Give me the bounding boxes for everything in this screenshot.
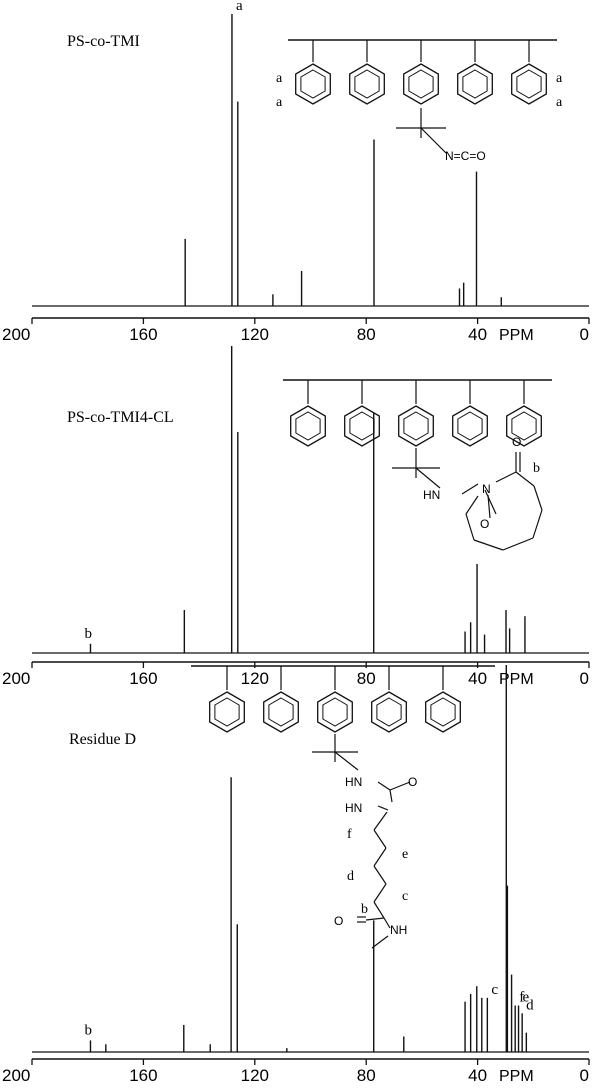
x-tick-label: 80 xyxy=(357,325,376,344)
chemical-structure: HN O N O b xyxy=(283,379,552,551)
second-hn-text: HN xyxy=(345,801,362,815)
x-tick-label: 40 xyxy=(468,669,487,688)
peak-label: c xyxy=(491,982,498,998)
structure-label-a: a xyxy=(276,95,283,110)
chemical-structure: HN O HN O NH f e d c b xyxy=(191,665,495,949)
urea-oxygen-text: O xyxy=(408,775,417,789)
carbonyl-oxygen-text: O xyxy=(512,435,521,449)
x-tick-label: 160 xyxy=(129,669,157,688)
ring-nitrogen-text: N xyxy=(482,482,491,496)
chemical-structure: N=C=O a a a a xyxy=(276,39,563,163)
spectrum-panel-ps-co-tmi: PS-co-TMI a 200 160 120 80 40 0 PPM xyxy=(2,0,590,344)
x-tick-label: 200 xyxy=(2,325,30,344)
x-axis: 200 160 120 80 40 0 PPM xyxy=(2,661,590,688)
amide-nh-text: NH xyxy=(390,923,407,937)
x-tick-label: 200 xyxy=(2,669,30,688)
urea-oxygen-text: O xyxy=(480,517,489,531)
x-tick-label: 0 xyxy=(580,1066,589,1085)
x-axis-label: PPM xyxy=(499,671,534,688)
x-tick-label: 40 xyxy=(468,325,487,344)
x-tick-label: 120 xyxy=(241,669,269,688)
x-tick-label: 120 xyxy=(241,1066,269,1085)
x-tick-label: 0 xyxy=(580,325,589,344)
structure-label-f: f xyxy=(347,827,352,842)
amide-hn-text: HN xyxy=(423,488,440,502)
structure-label-b: b xyxy=(533,461,540,476)
x-tick-label: 160 xyxy=(129,1066,157,1085)
x-tick-label: 80 xyxy=(357,1066,376,1085)
structure-label-a: a xyxy=(556,71,563,86)
panel-title: PS-co-TMI xyxy=(67,33,140,50)
structure-label-b: b xyxy=(361,902,368,917)
x-tick-label: 200 xyxy=(2,1066,30,1085)
spectrum-panel-ps-co-tmi4-cl: PS-co-TMI4-CL b 200 160 120 80 40 0 PPM xyxy=(2,346,590,688)
structure-label-a: a xyxy=(556,95,563,110)
peak-label: d xyxy=(526,997,534,1013)
x-axis: 200 160 120 80 40 0 PPM xyxy=(2,1058,590,1085)
spectrum-trace: a xyxy=(32,0,589,307)
amide-oxygen-text: O xyxy=(334,914,343,928)
panel-title: PS-co-TMI4-CL xyxy=(67,409,174,426)
x-tick-label: 80 xyxy=(357,669,376,688)
x-axis: 200 160 120 80 40 0 PPM xyxy=(2,317,590,344)
panel-title: Residue D xyxy=(69,731,136,748)
peak-label: b xyxy=(84,626,92,642)
structure-label-c: c xyxy=(402,889,408,904)
peak-label: a xyxy=(236,0,243,14)
x-axis-label: PPM xyxy=(499,1068,534,1085)
x-axis-label: PPM xyxy=(499,327,534,344)
structure-label-d: d xyxy=(347,869,354,884)
structure-label-a: a xyxy=(276,71,283,86)
urethane-hn-text: HN xyxy=(345,775,362,789)
x-tick-label: 0 xyxy=(580,669,589,688)
peak-label: e xyxy=(523,990,530,1006)
spectrum-trace: b xyxy=(32,346,589,654)
x-tick-label: 160 xyxy=(129,325,157,344)
isocyanate-text: N=C=O xyxy=(445,149,486,163)
peak-label: b xyxy=(84,1022,92,1038)
peak-label: f xyxy=(519,990,524,1006)
x-tick-label: 40 xyxy=(468,1066,487,1085)
x-tick-label: 120 xyxy=(241,325,269,344)
structure-label-e: e xyxy=(402,847,408,862)
